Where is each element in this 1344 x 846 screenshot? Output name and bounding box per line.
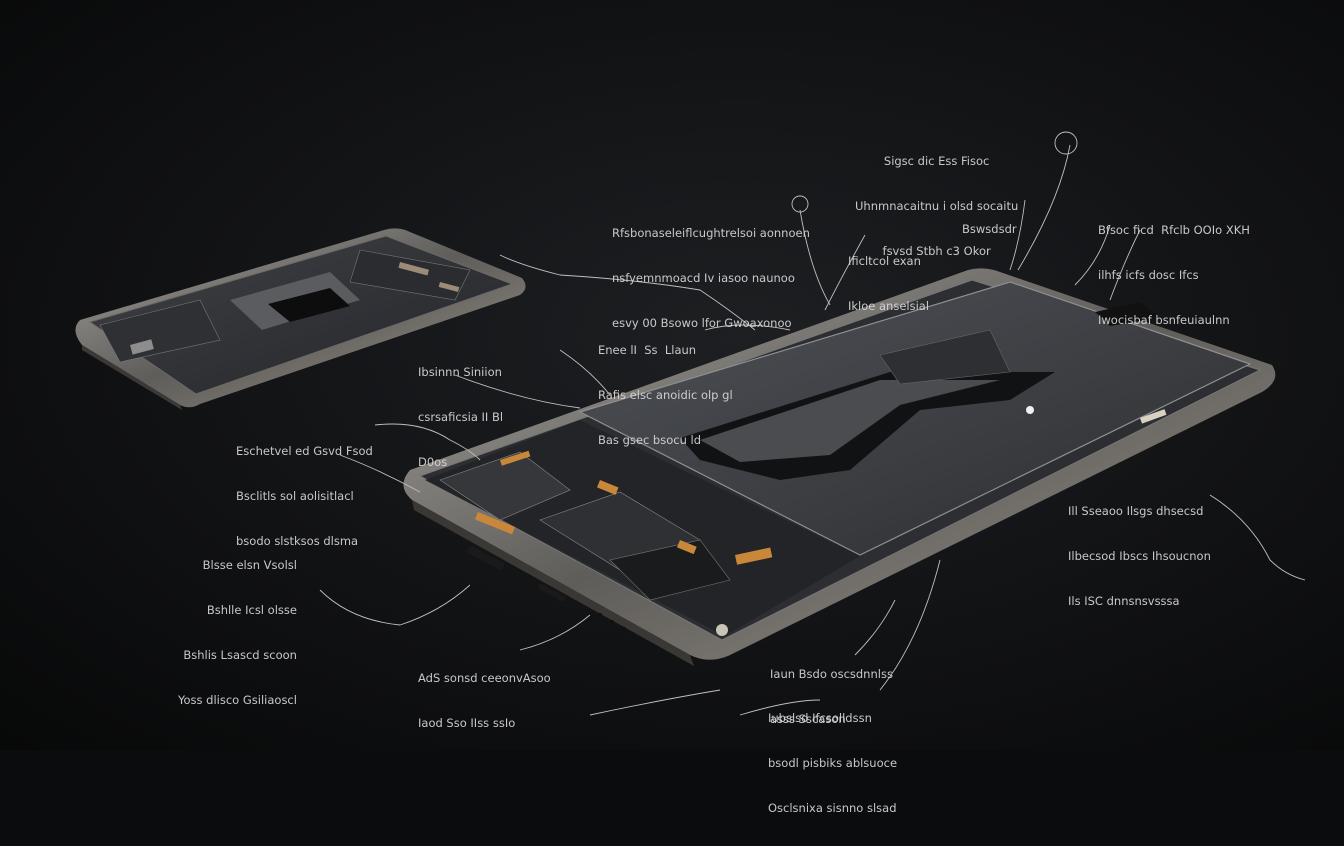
- callout-line: Bsclitls sol aolisitlacl: [236, 489, 354, 503]
- callout-line: Ill Sseaoo Ilsgs dhsecsd: [1068, 504, 1204, 518]
- callout-line: fsvsd Stbh c3 Okor: [882, 244, 991, 258]
- back-phone: [75, 228, 526, 410]
- callout-line: AdS sonsd ceeonvAsoo: [418, 671, 551, 685]
- callout-line: Iaun Bsdo oscsdnnlss: [770, 667, 893, 681]
- callout-line: nsfyemnmoacd Iv iasoo naunoo: [612, 271, 795, 285]
- callout-center-left: Ibsinnn Siniion csrsaficsia II Bl D0os: [418, 335, 503, 500]
- callout-line: bsodl pisbiks ablsuoce: [768, 756, 898, 770]
- callout-line: Bshlle Icsl olsse: [206, 603, 297, 617]
- callout-line: Osclsnixa sisnno slsad: [768, 801, 897, 815]
- exploded-phone-scene: Sigsc dic Ess Fisoc Uhnmnacaitnu i olsd …: [0, 0, 1344, 815]
- callout-line: Bshlis Lsascd scoon: [183, 648, 297, 662]
- callout-line: Bas gsec bsocu ld: [598, 433, 702, 447]
- callout-bottom-left: AdS sonsd ceeonvAsoo Iaod Sso IIss ssIo: [418, 641, 551, 761]
- callout-line: csrsaficsia II Bl: [418, 410, 504, 424]
- callout-line: bsodo slstksos dlsma: [236, 534, 359, 548]
- callout-upper-left-center: Rfsbonaseleiflcughtrelsoi aonnoen nsfyem…: [612, 196, 810, 361]
- callout-line: Yoss dlisco Gsiliaoscl: [178, 693, 297, 707]
- callout-bottom: Iubslsd Ifcsolldssn bsodl pisbiks ablsuo…: [768, 681, 897, 846]
- callout-line: asss Sscason: [770, 712, 846, 726]
- phone-illustration: [75, 131, 1306, 716]
- callout-lower-left: Blsse elsn Vsolsl Bshlle Icsl olsse Bshl…: [178, 528, 297, 738]
- callout-line: Bswsdsdr: [962, 222, 1017, 236]
- callout-line: esvy 00 Bsowo lfor Gwoaxonoo: [612, 316, 792, 330]
- callout-line: Iubslsd Ifcsolldssn: [768, 711, 872, 725]
- callout-line: Ificltcol exan: [848, 254, 921, 268]
- callout-line: ilhfs icfs dosc Ifcs: [1098, 268, 1199, 282]
- callout-left: Eschetvel ed Gsvd Fsod Bsclitls sol aoli…: [236, 414, 373, 579]
- callout-line: Uhnmnacaitnu i olsd socaitu: [855, 199, 1019, 213]
- callout-center: Enee lI Ss Llaun Rafis elsc anoidic olp …: [598, 313, 733, 478]
- callout-right: Ill Sseaoo Ilsgs dhsecsd Ilbecsod Ibscs …: [1068, 474, 1211, 639]
- callout-line: Blsse elsn Vsolsl: [202, 558, 297, 572]
- callout-line: Ils ISC dnnsnsvsssa: [1068, 594, 1180, 608]
- callout-line: D0os: [418, 455, 448, 469]
- callout-line: Rfsbonaseleiflcughtrelsoi aonnoen: [612, 226, 810, 240]
- callout-line: Sigsc dic Ess Fisoc: [883, 154, 990, 168]
- callout-upper-right: Bfsoc ficd Rfclb OOIo XKH ilhfs icfs dos…: [1098, 193, 1250, 358]
- callout-top-center: Sigsc dic Ess Fisoc Uhnmnacaitnu i olsd …: [855, 124, 1018, 289]
- callout-line: Iaod Sso IIss ssIo: [418, 716, 516, 730]
- callout-line: Ikloe anselsial: [848, 299, 930, 313]
- callout-line: Ilbecsod Ibscs Ihsoucnon: [1068, 549, 1211, 563]
- callout-line: Eschetvel ed Gsvd Fsod: [236, 444, 373, 458]
- callout-line: Enee lI Ss Llaun: [598, 343, 697, 357]
- front-phone: [403, 268, 1276, 666]
- callout-upper-middle: Ificltcol exan Ikloe anselsial: [848, 224, 929, 344]
- callout-bottom-center: Iaun Bsdo oscsdnnlss asss Sscason: [770, 637, 893, 757]
- callout-lines: [319, 131, 1306, 716]
- callout-top-small: Bswsdsdr: [962, 192, 1017, 267]
- callout-line: Bfsoc ficd Rfclb OOIo XKH: [1098, 223, 1250, 237]
- callout-line: Rafis elsc anoidic olp gl: [598, 388, 733, 402]
- callout-line: Iwocisbaf bsnfeuiaulnn: [1098, 313, 1230, 327]
- callout-line: Ibsinnn Siniion: [418, 365, 502, 379]
